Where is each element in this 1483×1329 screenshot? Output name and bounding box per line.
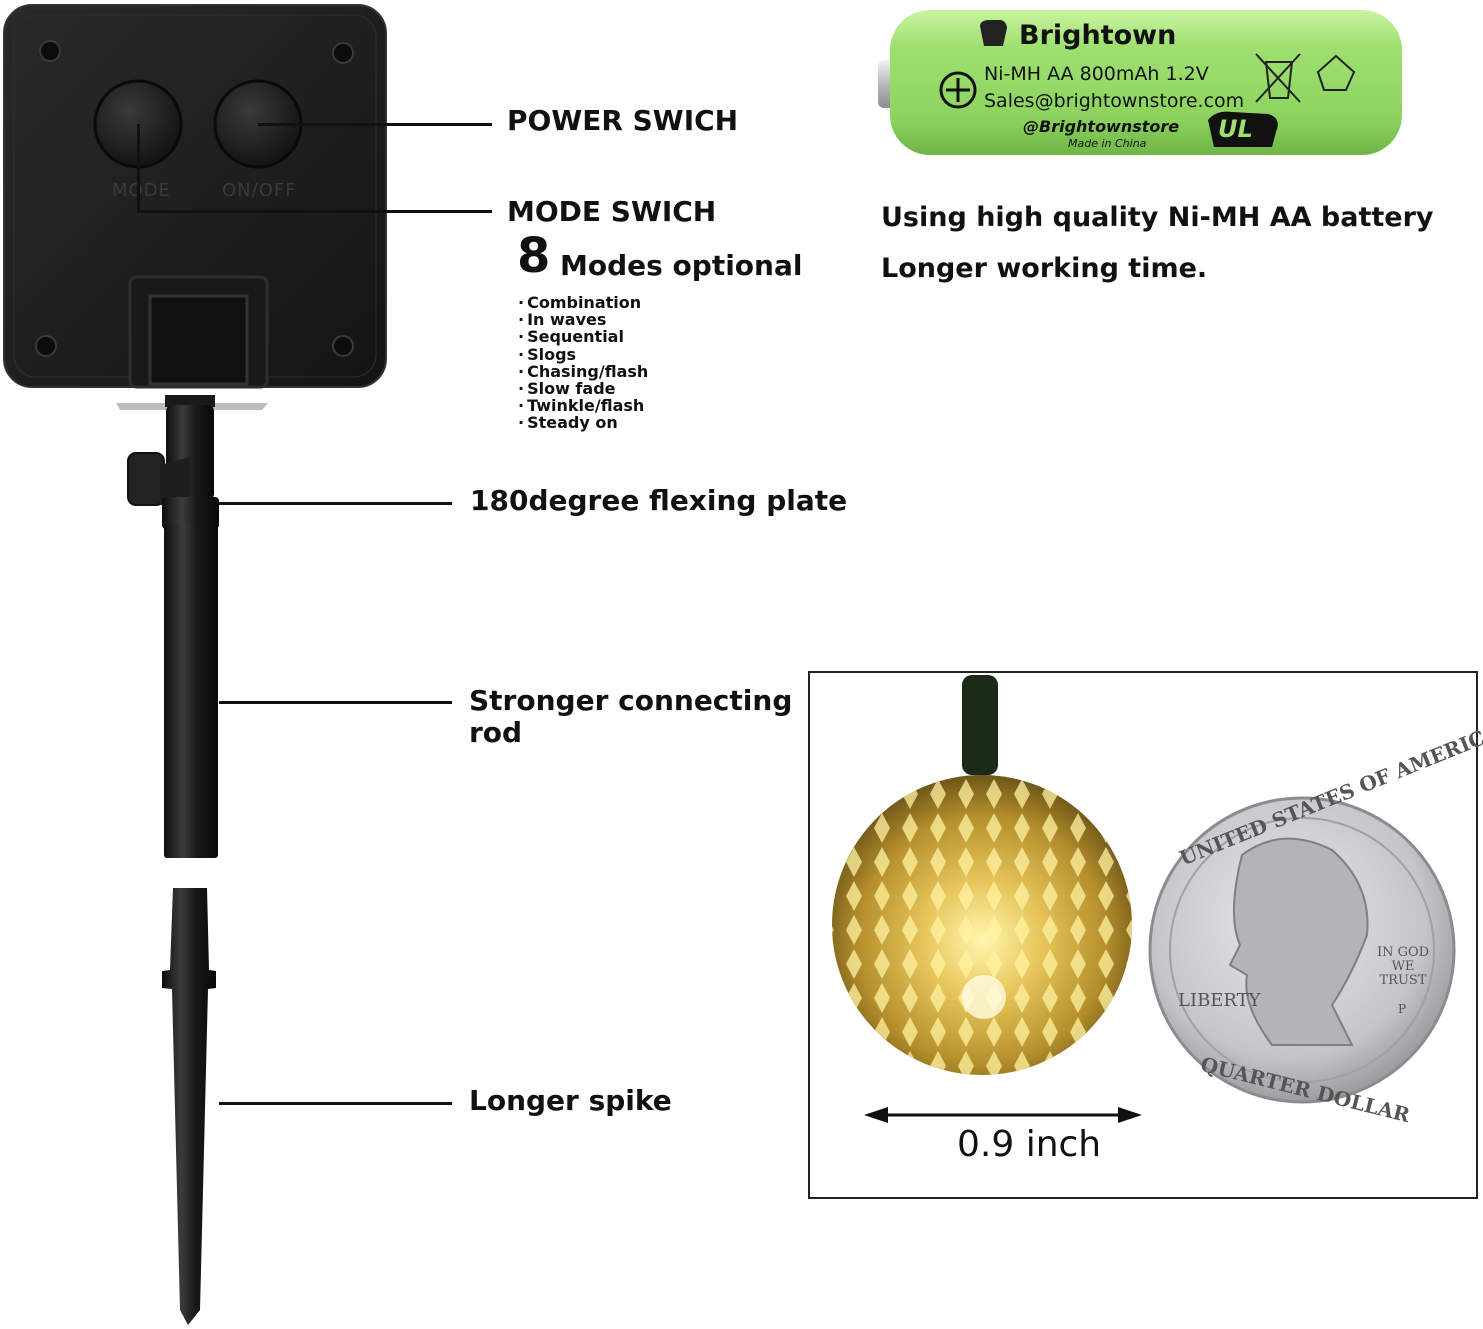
modes-count: 8	[517, 228, 551, 284]
battery-email: Sales@brightownstore.com	[984, 90, 1245, 112]
flexing-plate-leader	[219, 502, 452, 505]
mode-switch-leader-vertical	[137, 124, 140, 212]
coin-mint-mark: P	[1398, 1002, 1407, 1016]
flexing-plate-label: 180degree flexing plate	[470, 484, 848, 517]
list-item: Slogs	[518, 345, 648, 363]
connecting-rod-label-line2: rod	[469, 716, 523, 749]
battery-origin: Made in China	[1068, 137, 1147, 150]
mode-switch-label: MODE SWICH	[507, 195, 717, 228]
screw-icon	[35, 40, 354, 357]
lamp-and-coin	[832, 675, 1456, 1123]
solar-control-box	[3, 4, 387, 410]
list-item: In waves	[518, 311, 648, 328]
list-item: Twinkle/flash	[518, 397, 648, 414]
battery-ul-mark: UL	[1218, 115, 1253, 143]
list-item: Sequential	[518, 328, 648, 345]
onoff-button-label: ON/OFF	[222, 180, 297, 201]
list-item: Combination	[518, 294, 648, 311]
modes-optional-label: Modes optional	[560, 249, 803, 282]
size-measurement: 0.9 inch	[957, 1124, 1102, 1165]
mode-button-label: MODE	[112, 180, 171, 201]
power-switch-leader	[258, 123, 492, 126]
coin-liberty: LIBERTY	[1178, 990, 1261, 1011]
battery-image	[878, 10, 1402, 155]
size-comparison-frame	[808, 671, 1478, 1199]
stake-assembly	[127, 405, 219, 1325]
list-item: Steady on	[518, 414, 648, 431]
spike-label: Longer spike	[469, 1084, 672, 1117]
battery-description-line1: Using high quality Ni-MH AA battery	[881, 202, 1434, 233]
spike-leader	[219, 1102, 452, 1105]
battery-brand: Brightown	[1019, 20, 1177, 51]
battery-description-line2: Longer working time.	[881, 253, 1208, 284]
battery-spec: Ni-MH AA 800mAh 1.2V	[984, 63, 1209, 85]
modes-list: Combination In waves Sequential Slogs Ch…	[518, 294, 648, 432]
coin-motto: IN GOD WE TRUST	[1376, 945, 1430, 988]
list-item: Chasing/flash	[518, 363, 648, 380]
power-switch-label: POWER SWICH	[507, 104, 739, 137]
mode-switch-leader	[137, 210, 492, 213]
connecting-rod-leader	[219, 701, 452, 704]
battery-social: @Brightownstore	[1023, 117, 1180, 136]
connecting-rod-label-line1: Stronger connecting	[469, 684, 793, 717]
list-item: Slow fade	[518, 380, 648, 397]
